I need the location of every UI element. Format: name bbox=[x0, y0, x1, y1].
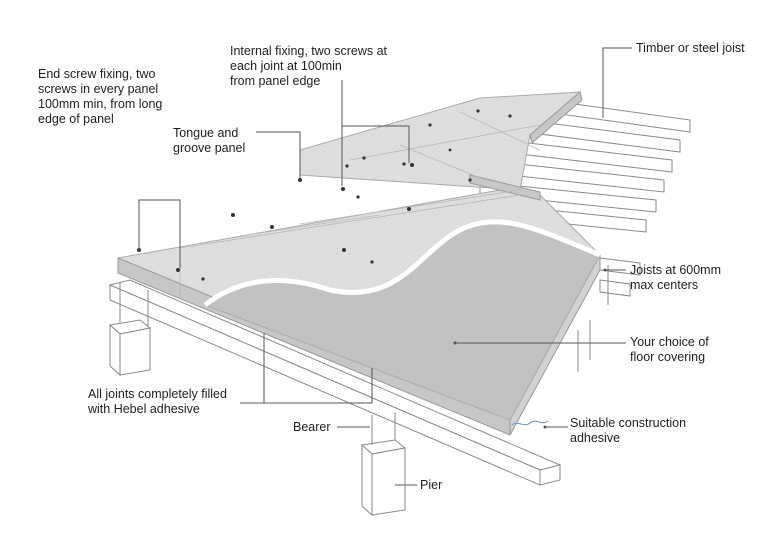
pier-left bbox=[108, 319, 152, 377]
internal-fixing-label: Internal fixing, two screws at each join… bbox=[230, 44, 388, 88]
posts-right bbox=[577, 265, 609, 372]
pier-label: Pier bbox=[420, 478, 443, 492]
leader-lines bbox=[138, 47, 632, 486]
bearer-frame bbox=[108, 279, 562, 486]
joists-spacing-label: Joists at 600mm max centers bbox=[630, 263, 722, 292]
tongue-groove-label: Tongue and groove panel bbox=[173, 126, 246, 155]
floor-covering bbox=[203, 219, 601, 421]
screw-dots bbox=[137, 109, 512, 281]
leader-dots bbox=[453, 268, 607, 429]
construction-adhesive-label: Suitable construction adhesive bbox=[570, 416, 687, 445]
timber-joist-label: Timber or steel joist bbox=[636, 41, 745, 55]
end-screw-label: End screw fixing, two screws in every pa… bbox=[38, 67, 163, 126]
adhesive-bead bbox=[511, 420, 549, 426]
pier-front bbox=[360, 412, 407, 517]
joints-filled-label: All joints completely filled with Hebel … bbox=[88, 387, 227, 416]
bearer-label: Bearer bbox=[293, 420, 331, 434]
floor-covering-label: Your choice of floor covering bbox=[630, 335, 709, 364]
